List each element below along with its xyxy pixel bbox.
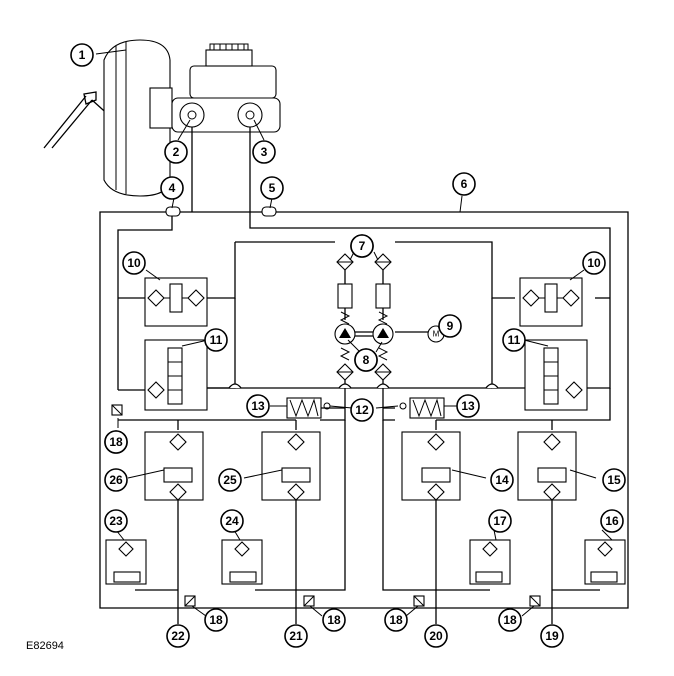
callout-18: 18 <box>322 608 346 632</box>
outlet-valve-24 <box>221 539 263 585</box>
svg-text:8: 8 <box>363 353 370 367</box>
svg-text:10: 10 <box>127 256 141 270</box>
callout-18: 18 <box>498 608 522 632</box>
inlet-valve-26 <box>144 431 204 501</box>
svg-text:7: 7 <box>359 239 366 253</box>
callout-18: 18 <box>204 608 228 632</box>
svg-text:15: 15 <box>607 473 621 487</box>
svg-text:14: 14 <box>495 473 509 487</box>
outlet-valve-23 <box>105 539 147 585</box>
svg-text:18: 18 <box>327 613 341 627</box>
svg-text:17: 17 <box>493 514 507 528</box>
svg-text:12: 12 <box>355 403 369 417</box>
svg-text:18: 18 <box>389 613 403 627</box>
svg-text:4: 4 <box>169 181 176 195</box>
callout-9: 9 <box>438 314 462 338</box>
callout-16: 16 <box>600 509 624 533</box>
brake-pedal <box>43 91 113 149</box>
callout-15: 15 <box>602 468 626 492</box>
brake-booster <box>103 39 173 197</box>
valve-block-11-left <box>144 339 208 411</box>
callout-20: 20 <box>424 624 448 648</box>
accumulator-13-left <box>286 397 331 419</box>
svg-text:18: 18 <box>503 613 517 627</box>
callout-8: 8 <box>354 348 378 372</box>
inlet-valve-15 <box>517 431 577 501</box>
svg-text:18: 18 <box>109 435 123 449</box>
svg-text:11: 11 <box>508 333 521 347</box>
callout-6: 6 <box>452 172 476 196</box>
outlet-valve-17 <box>469 539 511 585</box>
svg-text:6: 6 <box>461 177 468 191</box>
svg-text:18: 18 <box>209 613 223 627</box>
callout-26: 26 <box>104 468 128 492</box>
callout-24: 24 <box>220 509 244 533</box>
inlet-valve-14 <box>401 431 461 501</box>
callout-10: 10 <box>122 251 146 275</box>
callout-21: 21 <box>284 624 308 648</box>
callout-3: 3 <box>252 140 276 164</box>
callout-5: 5 <box>260 176 284 200</box>
pressure-sensor-5 <box>261 206 277 217</box>
callout-7: 7 <box>350 234 374 258</box>
callout-11: 11 <box>502 328 526 352</box>
callout-19: 19 <box>540 624 564 648</box>
pressure-sensor-4 <box>165 206 181 217</box>
pump-assembly: M <box>334 253 445 381</box>
svg-text:26: 26 <box>109 473 123 487</box>
svg-text:3: 3 <box>261 145 268 159</box>
svg-text:16: 16 <box>605 514 619 528</box>
callout-13: 13 <box>456 394 480 418</box>
valve-block-10-right <box>519 277 583 327</box>
svg-text:22: 22 <box>171 629 185 643</box>
inlet-valve-25 <box>261 431 321 501</box>
svg-text:13: 13 <box>461 399 475 413</box>
callout-12: 12 <box>350 398 374 422</box>
callout-1: 1 <box>70 43 94 67</box>
callout-25: 25 <box>218 468 242 492</box>
svg-text:24: 24 <box>225 514 239 528</box>
svg-text:11: 11 <box>210 333 223 347</box>
svg-text:M: M <box>433 330 440 339</box>
callout-11: 11 <box>204 328 228 352</box>
svg-text:19: 19 <box>545 629 559 643</box>
callout-labels: 1234567788910101111121313141516171818181… <box>70 43 626 648</box>
svg-text:10: 10 <box>587 256 601 270</box>
svg-text:1: 1 <box>79 48 86 62</box>
callout-17: 17 <box>488 509 512 533</box>
svg-text:13: 13 <box>251 399 265 413</box>
callout-23: 23 <box>104 509 128 533</box>
accumulator-13-right <box>399 397 445 419</box>
svg-text:23: 23 <box>109 514 123 528</box>
valve-block-11-right <box>524 339 588 411</box>
outlet-valve-16 <box>584 539 626 585</box>
callout-13: 13 <box>246 394 270 418</box>
callout-18: 18 <box>104 430 128 454</box>
callout-10: 10 <box>582 251 606 275</box>
svg-text:2: 2 <box>173 145 180 159</box>
svg-text:9: 9 <box>447 319 454 333</box>
figure-reference: E82694 <box>26 640 64 652</box>
callout-4: 4 <box>160 176 184 200</box>
callout-2: 2 <box>164 140 188 164</box>
svg-text:5: 5 <box>269 181 276 195</box>
pressure-sensors-18 <box>111 404 541 607</box>
callout-18: 18 <box>384 608 408 632</box>
callout-14: 14 <box>490 468 514 492</box>
master-cylinder <box>171 43 281 133</box>
svg-text:21: 21 <box>289 629 303 643</box>
valve-block-10-left <box>144 277 208 327</box>
svg-text:25: 25 <box>223 473 237 487</box>
svg-text:20: 20 <box>429 629 443 643</box>
callout-22: 22 <box>166 624 190 648</box>
crossover-bumps <box>228 383 499 389</box>
